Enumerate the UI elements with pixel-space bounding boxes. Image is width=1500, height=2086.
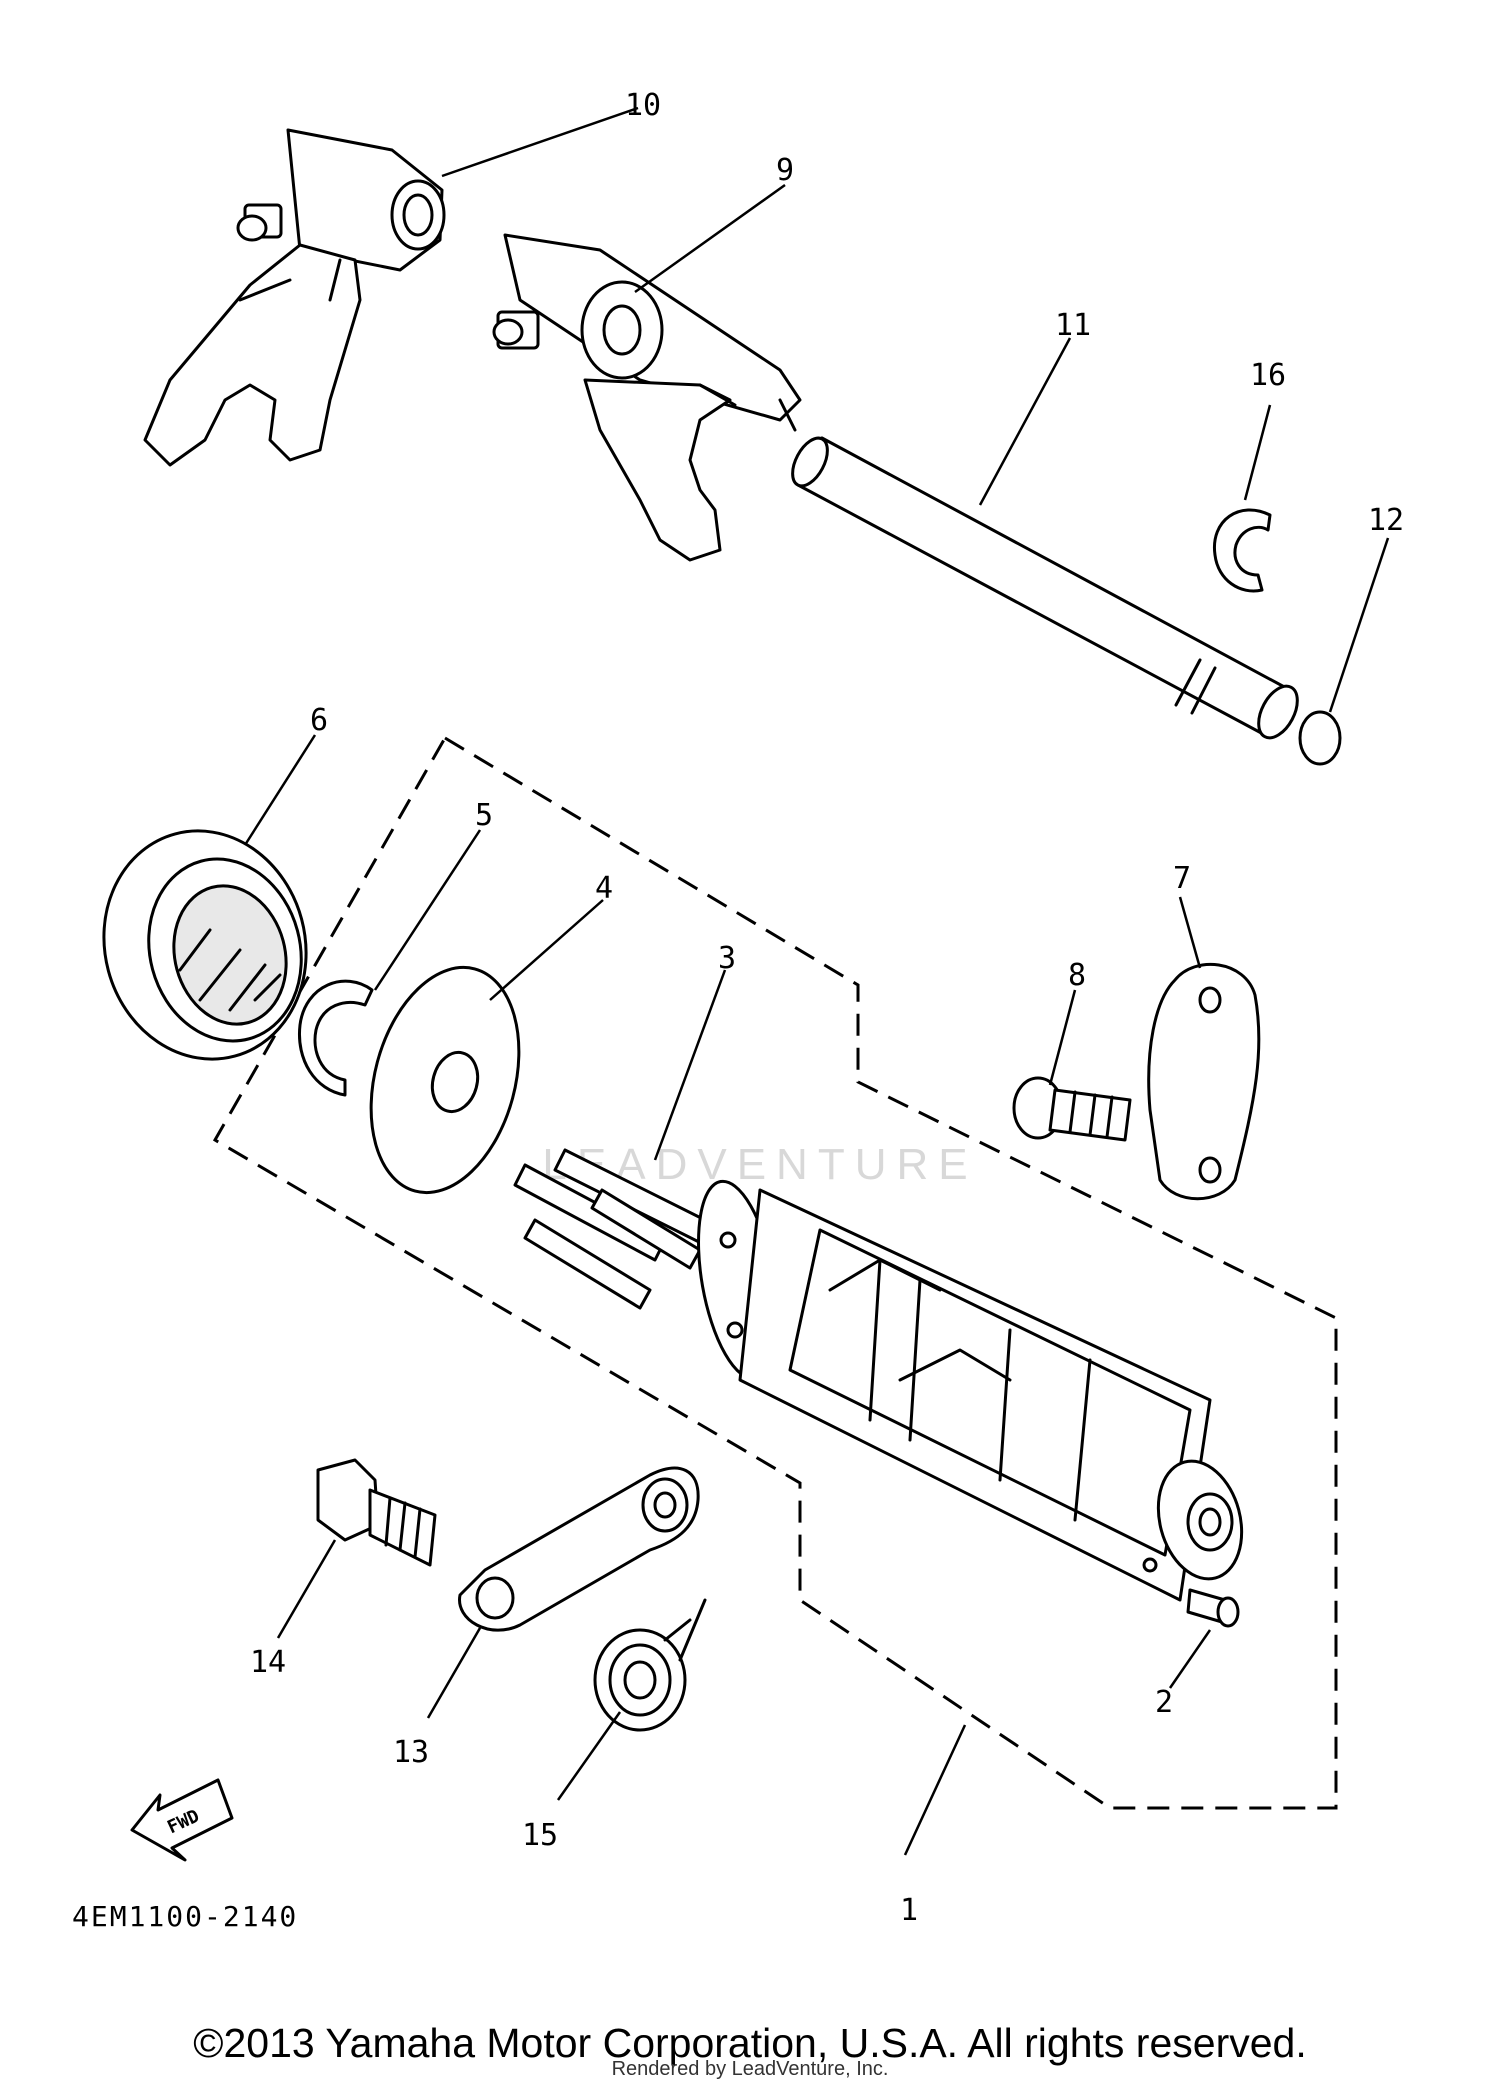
shift-fork-10: [143, 128, 446, 467]
shift-cam-assembly-outline: [212, 735, 1338, 1810]
circlip-5: [297, 979, 374, 1097]
callout-13: 13: [393, 1735, 429, 1770]
screw-8: [1012, 1076, 1132, 1142]
callout-6: 6: [310, 703, 328, 738]
leader-lines: [243, 106, 1390, 1856]
bolt-14: [316, 1458, 437, 1567]
forward-direction-arrow: FWD: [130, 1778, 234, 1862]
callout-15: 15: [522, 1818, 558, 1853]
callout-4: 4: [595, 871, 613, 906]
circlip-16: [1212, 508, 1272, 593]
callout-labels: 1 2 3 4 5 6 7 8 9 10 11 12 13 14 15 16: [250, 88, 1404, 1928]
callout-14: 14: [250, 1645, 286, 1680]
shift-fork-9: [492, 233, 802, 562]
stopper-plate-7: [1147, 963, 1261, 1201]
callout-7: 7: [1173, 861, 1191, 896]
callout-10: 10: [625, 88, 661, 123]
bearing-6: [102, 829, 308, 1061]
oring-12: [1298, 710, 1342, 766]
pin-2: [1186, 1588, 1240, 1628]
callout-5: 5: [475, 798, 493, 833]
pins-3: [513, 1148, 717, 1310]
callout-2: 2: [1155, 1685, 1173, 1720]
shift-cam-1: [697, 1179, 1244, 1602]
callout-1: 1: [900, 1893, 918, 1928]
callout-16: 16: [1250, 358, 1286, 393]
washer-4: [369, 965, 521, 1195]
diagram-reference-code: 4EM1100-2140: [72, 1900, 299, 1933]
rendered-by-credit: Rendered by LeadVenture, Inc.: [611, 2058, 889, 2080]
callout-8: 8: [1068, 958, 1086, 993]
shift-fork-guide-bar-11: [791, 436, 1299, 740]
callout-12: 12: [1368, 503, 1404, 538]
callout-11: 11: [1055, 308, 1091, 343]
torsion-spring-15: [593, 1598, 707, 1732]
callout-9: 9: [776, 153, 794, 188]
callout-3: 3: [718, 941, 736, 976]
shift-cam-fork-diagram: FWD 1 2 3 4 5 6: [102, 88, 1404, 1928]
copyright-notice: ©2013 Yamaha Motor Corporation, U.S.A. A…: [193, 2020, 1307, 2066]
segment-arm-13: [458, 1466, 700, 1632]
